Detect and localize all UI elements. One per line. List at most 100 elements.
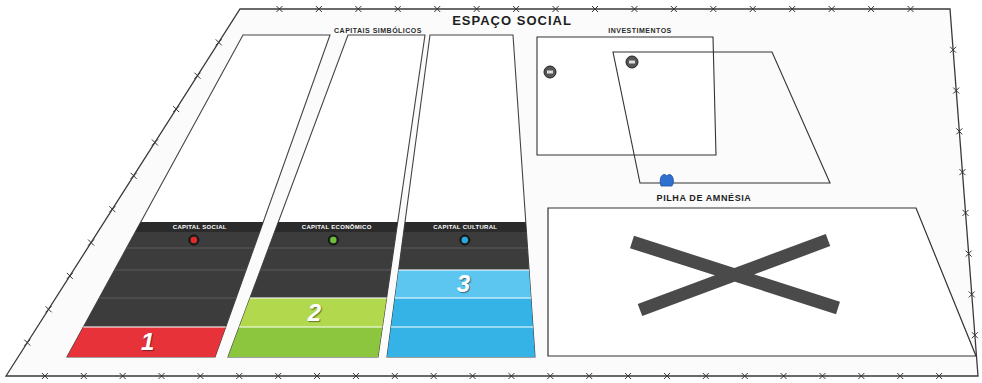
barb — [969, 291, 975, 297]
capital-track: CAPITAL CULTURAL 3 — [387, 220, 535, 358]
track-row-line — [260, 270, 390, 271]
track-row-line — [115, 270, 247, 271]
barb — [750, 6, 756, 12]
barb — [81, 373, 87, 379]
barb — [173, 106, 179, 112]
barb — [897, 373, 903, 379]
track-row-line — [269, 248, 394, 249]
barb — [474, 6, 480, 12]
band-separator — [399, 269, 529, 270]
track-token-icon-core — [462, 237, 468, 243]
barb — [194, 73, 200, 79]
barb — [152, 139, 158, 145]
barb — [671, 6, 677, 12]
section-label: CAPITAIS SIMBÓLICOS — [334, 27, 422, 34]
board-outline — [6, 9, 978, 376]
barb — [120, 373, 126, 379]
track-number: 3 — [457, 272, 470, 296]
barb — [963, 210, 969, 216]
barb — [470, 373, 476, 379]
barb — [67, 273, 73, 279]
track-band — [391, 298, 533, 327]
track-token-icon — [189, 235, 199, 245]
barb — [972, 332, 978, 338]
track-dark-area — [67, 232, 260, 357]
track-label: CAPITAL ECONÔMICO — [302, 224, 372, 230]
track-row-line — [391, 327, 533, 328]
barb — [956, 128, 962, 134]
barb — [959, 169, 965, 175]
track-token-icon — [460, 235, 470, 245]
barb — [42, 373, 48, 379]
barb — [353, 373, 359, 379]
barb — [936, 373, 942, 379]
barb — [314, 373, 320, 379]
barb — [950, 47, 956, 53]
investments-area: INVESTIMENTOS — [537, 24, 831, 186]
board-title: ESPAÇO SOCIAL — [452, 14, 572, 27]
band-separator — [391, 326, 533, 327]
investment-icon-mark — [547, 71, 553, 74]
barb — [316, 6, 322, 12]
amnesia-box — [548, 208, 976, 356]
barb — [508, 373, 514, 379]
barb — [275, 373, 281, 379]
track-row-line — [395, 298, 531, 299]
barb — [703, 373, 709, 379]
barb — [88, 240, 94, 246]
track-label: CAPITAL SOCIAL — [173, 224, 227, 230]
barb — [109, 206, 115, 212]
barb — [819, 373, 825, 379]
barb — [395, 6, 401, 12]
track-band — [228, 327, 382, 357]
barb — [392, 373, 398, 379]
barb — [547, 373, 553, 379]
barb — [553, 6, 559, 12]
barb — [742, 373, 748, 379]
barb — [868, 6, 874, 12]
barb — [586, 373, 592, 379]
barb — [24, 340, 30, 346]
capital-track: CAPITAL ECONÔMICO2 — [228, 220, 378, 358]
track-band — [387, 327, 535, 357]
track-number: 1 — [141, 330, 154, 354]
barb — [966, 251, 972, 257]
track-row-line — [399, 270, 529, 271]
blue-pawn — [660, 174, 673, 186]
amnesia-x — [632, 240, 838, 310]
track-row-line — [99, 298, 236, 299]
track-label: CAPITAL CULTURAL — [433, 224, 497, 230]
track-token-icon-core — [330, 237, 336, 243]
track-column — [387, 35, 535, 357]
band-separator — [239, 326, 382, 327]
investment-icon — [626, 56, 638, 68]
track-band — [395, 270, 531, 298]
barb — [625, 373, 631, 379]
barb — [710, 6, 716, 12]
barb — [46, 306, 52, 312]
amnesia-pile: PILHA DE AMNÉSIA — [548, 190, 978, 357]
barb — [664, 373, 670, 379]
band-separator — [83, 326, 225, 327]
barb — [858, 373, 864, 379]
capital-track: CAPITAL SOCIAL1 — [67, 220, 215, 358]
track-row-line — [127, 248, 254, 249]
barb — [197, 373, 203, 379]
track-row-line — [250, 298, 387, 299]
investment-card — [537, 37, 716, 155]
track-row-line — [83, 327, 225, 328]
barb — [276, 6, 282, 12]
barb — [908, 6, 914, 12]
barb — [789, 6, 795, 12]
barb — [431, 373, 437, 379]
track-dark-area — [387, 232, 535, 357]
band-separator — [250, 297, 387, 298]
track-band — [67, 327, 226, 357]
investment-icon — [544, 66, 556, 78]
track-row-line — [239, 327, 382, 328]
investment-icon-mark — [629, 61, 635, 64]
track-band — [239, 298, 386, 327]
barb — [131, 173, 137, 179]
